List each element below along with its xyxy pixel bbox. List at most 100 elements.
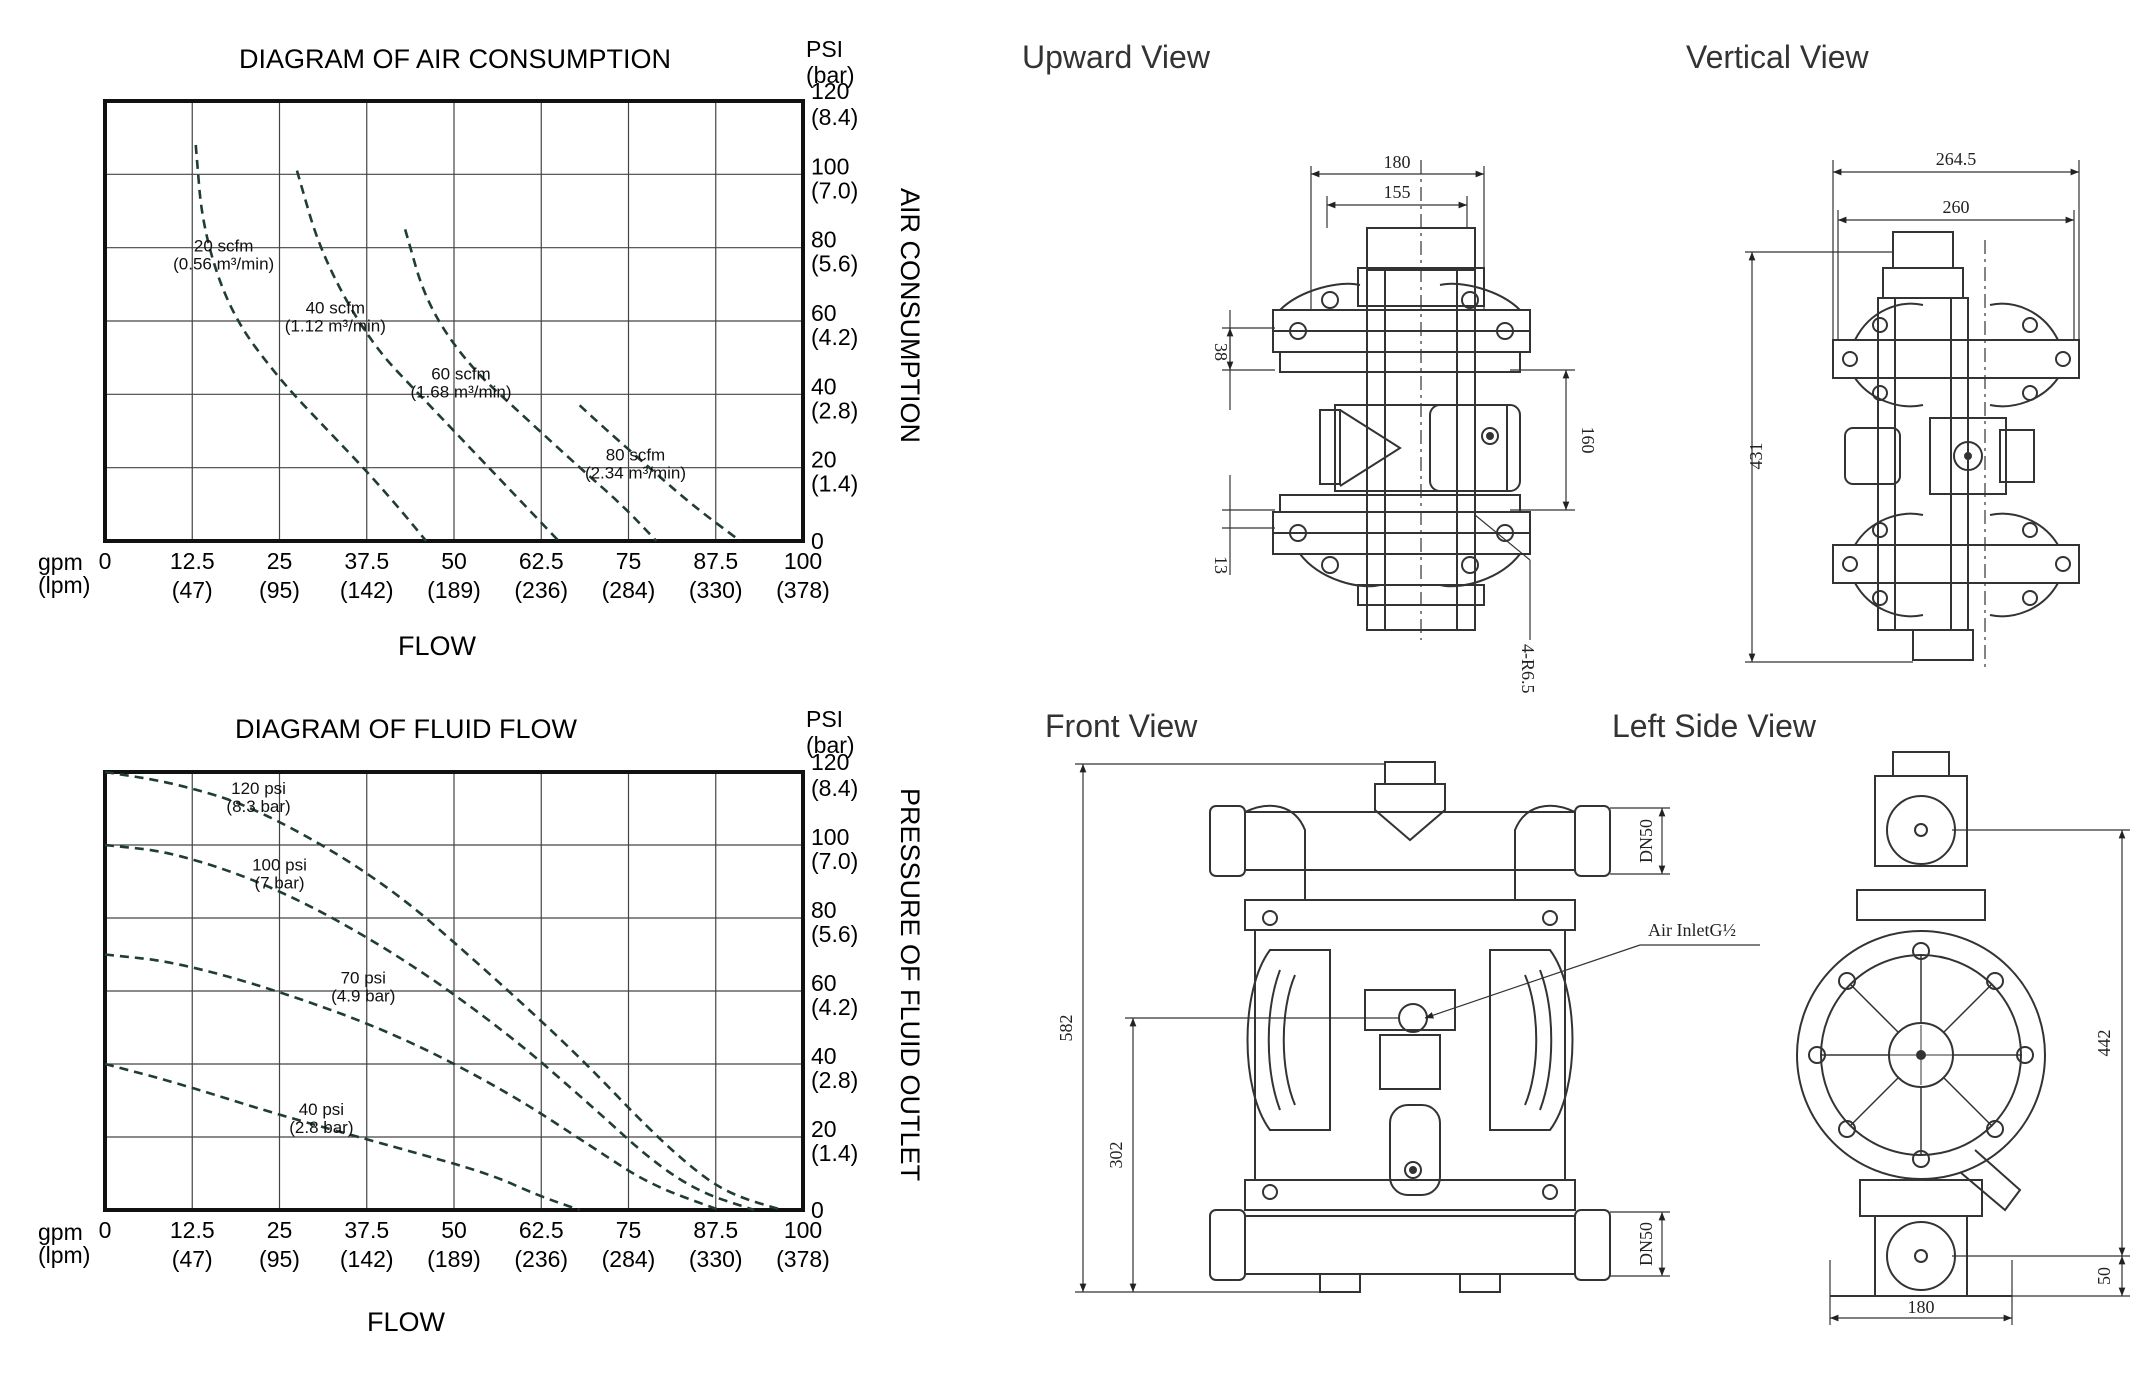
bar-unit-label: (bar) bbox=[806, 732, 855, 758]
x-tick-gpm: 25 bbox=[267, 1217, 293, 1243]
x-tick-gpm: 37.5 bbox=[344, 548, 389, 574]
x-tick-gpm: 75 bbox=[616, 548, 642, 574]
x-tick-lpm: (95) bbox=[259, 1246, 300, 1272]
x-tick-gpm: 62.5 bbox=[519, 1217, 564, 1243]
series-curve-4 bbox=[578, 404, 741, 543]
gpm-unit-label: gpm bbox=[38, 1219, 83, 1245]
chart-title: DIAGRAM OF FLUID FLOW bbox=[235, 714, 578, 744]
y-tick-psi: 100 bbox=[811, 824, 849, 850]
series-label-sub: (4.9 bar) bbox=[331, 987, 395, 1006]
y-tick-bar: (8.4) bbox=[811, 104, 858, 130]
vertical-view-dimensions: 264.5 260 431 bbox=[1746, 149, 1976, 470]
series-label-sub: (1.12 m³/min) bbox=[285, 317, 386, 336]
x-tick-gpm: 100 bbox=[784, 1217, 822, 1243]
upward-view-title: Upward View bbox=[1022, 39, 1211, 75]
fluid-flow-chart: DIAGRAM OF FLUID FLOW PSI (bar) gpm (lpm… bbox=[38, 706, 925, 1337]
x-tick-lpm: (378) bbox=[776, 1246, 830, 1272]
series-curve-2 bbox=[295, 170, 560, 542]
psi-unit-label: PSI bbox=[806, 706, 843, 732]
x-tick-lpm: (330) bbox=[689, 1246, 743, 1272]
psi-unit-label: PSI bbox=[806, 36, 843, 62]
vertical-view-title: Vertical View bbox=[1686, 39, 1870, 75]
dim-50: 50 bbox=[2094, 1267, 2114, 1285]
y-tick-psi: 0 bbox=[811, 528, 824, 554]
x-tick-gpm: 12.5 bbox=[170, 548, 215, 574]
lpm-unit-label: (lpm) bbox=[38, 572, 90, 598]
dim-38: 38 bbox=[1211, 343, 1231, 361]
x-tick-gpm: 0 bbox=[99, 1217, 112, 1243]
series-curve-4 bbox=[104, 1062, 581, 1212]
x-tick-lpm: (189) bbox=[427, 1246, 481, 1272]
x-tick-lpm: (378) bbox=[776, 577, 830, 603]
upward-view-dimensions: 180 155 38 160 13 4-R6.5 bbox=[1211, 152, 1598, 694]
plot-frame bbox=[103, 99, 805, 543]
y-tick-psi: 0 bbox=[811, 1197, 824, 1223]
dim-431: 431 bbox=[1746, 443, 1766, 470]
series-label: 80 scfm bbox=[606, 445, 666, 464]
x-axis-title: FLOW bbox=[398, 631, 477, 661]
y-tick-psi: 80 bbox=[811, 897, 837, 923]
series-label-sub: (1.68 m³/min) bbox=[410, 383, 511, 402]
y-tick-bar: (4.2) bbox=[811, 324, 858, 350]
series-label: 100 psi bbox=[252, 856, 307, 875]
y-tick-bar: (2.8) bbox=[811, 397, 858, 423]
series-label: 60 scfm bbox=[431, 365, 491, 384]
y-tick-psi: 120 bbox=[811, 78, 849, 104]
x-tick-lpm: (142) bbox=[340, 577, 394, 603]
dim-hole: 4-R6.5 bbox=[1518, 644, 1538, 694]
x-tick-lpm: (284) bbox=[602, 577, 656, 603]
series-curve-1 bbox=[104, 770, 783, 1212]
dim-180: 180 bbox=[1908, 1297, 1935, 1317]
left-side-view-drawing bbox=[1796, 751, 2130, 1325]
dim-302: 302 bbox=[1106, 1142, 1126, 1169]
x-tick-gpm: 100 bbox=[784, 548, 822, 574]
y-tick-bar: (8.4) bbox=[811, 775, 858, 801]
y-tick-psi: 40 bbox=[811, 373, 837, 399]
dim-582: 582 bbox=[1056, 1015, 1076, 1042]
series-label: 40 psi bbox=[299, 1100, 344, 1119]
y-tick-psi: 120 bbox=[811, 749, 849, 775]
x-tick-gpm: 12.5 bbox=[170, 1217, 215, 1243]
series-curve-1 bbox=[194, 144, 428, 542]
right-axis-title: PRESSURE OF FLUID OUTLET bbox=[895, 788, 925, 1181]
x-tick-lpm: (47) bbox=[172, 1246, 213, 1272]
x-tick-lpm: (189) bbox=[427, 577, 481, 603]
plot-frame bbox=[103, 770, 805, 1212]
dim-260: 260 bbox=[1943, 197, 1970, 217]
dim-264-5: 264.5 bbox=[1936, 149, 1977, 169]
series-label: 70 psi bbox=[341, 969, 386, 988]
y-tick-bar: (2.8) bbox=[811, 1067, 858, 1093]
y-tick-bar: (5.6) bbox=[811, 921, 858, 947]
front-view-drawing bbox=[1075, 761, 1760, 1293]
x-tick-lpm: (330) bbox=[689, 577, 743, 603]
front-view-title: Front View bbox=[1045, 708, 1198, 744]
y-tick-psi: 40 bbox=[811, 1043, 837, 1069]
x-tick-gpm: 37.5 bbox=[344, 1217, 389, 1243]
series-label-sub: (0.56 m³/min) bbox=[173, 254, 274, 273]
series-label-sub: (8.3 bar) bbox=[226, 797, 290, 816]
y-tick-psi: 60 bbox=[811, 970, 837, 996]
x-tick-gpm: 87.5 bbox=[693, 1217, 738, 1243]
x-tick-gpm: 75 bbox=[616, 1217, 642, 1243]
y-tick-bar: (4.2) bbox=[811, 994, 858, 1020]
air-consumption-chart: DIAGRAM OF AIR CONSUMPTION PSI (bar) gpm… bbox=[38, 36, 925, 661]
series-curve-3 bbox=[403, 228, 658, 542]
series-curve-3 bbox=[104, 953, 720, 1212]
air-inlet-label: Air InletG½ bbox=[1648, 920, 1736, 940]
dim-13: 13 bbox=[1211, 556, 1231, 574]
x-tick-lpm: (236) bbox=[514, 1246, 568, 1272]
x-tick-lpm: (284) bbox=[602, 1246, 656, 1272]
x-tick-gpm: 87.5 bbox=[693, 548, 738, 574]
chart-title: DIAGRAM OF AIR CONSUMPTION bbox=[239, 44, 671, 74]
dim-dn50-bottom: DN50 bbox=[1636, 1222, 1656, 1266]
y-tick-psi: 20 bbox=[811, 447, 837, 473]
y-tick-bar: (1.4) bbox=[811, 1140, 858, 1166]
upward-view-drawing bbox=[1222, 160, 1575, 640]
y-tick-psi: 60 bbox=[811, 300, 837, 326]
x-axis-title: FLOW bbox=[367, 1307, 446, 1337]
y-tick-psi: 80 bbox=[811, 227, 837, 253]
series-label-sub: (2.34 m³/min) bbox=[585, 463, 686, 482]
x-tick-lpm: (142) bbox=[340, 1246, 394, 1272]
dim-155: 155 bbox=[1384, 182, 1411, 202]
